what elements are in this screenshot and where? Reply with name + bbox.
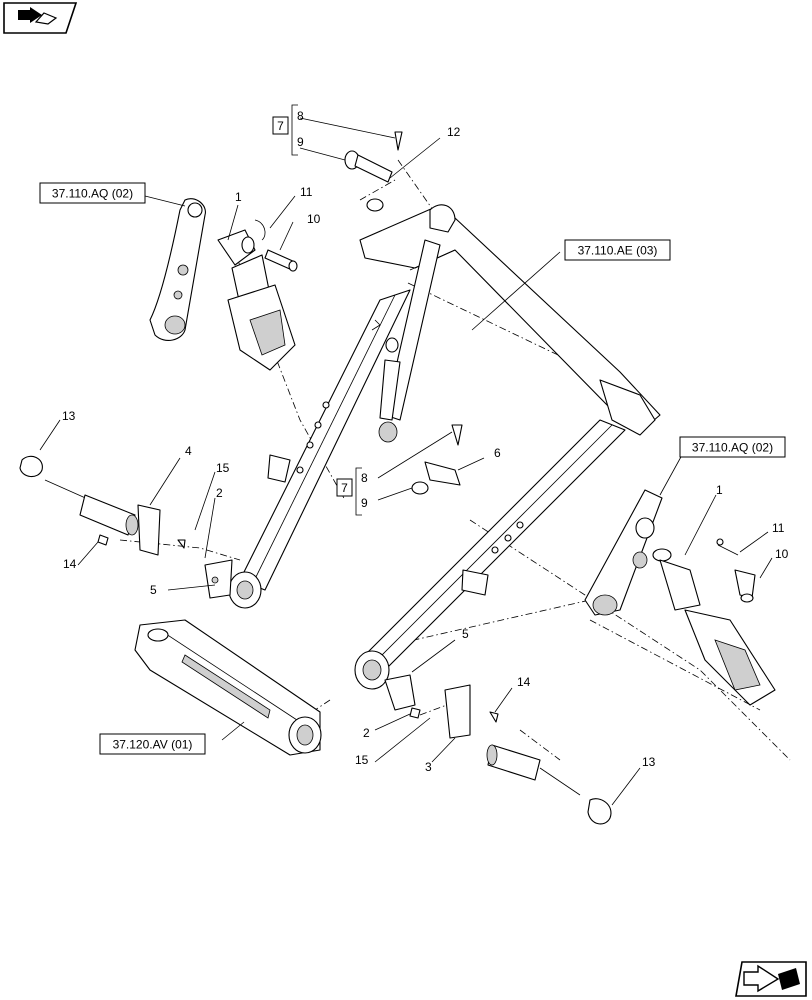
right-sensor-assembly <box>384 674 612 825</box>
left-turnbuckle <box>217 229 296 371</box>
callout-2-right: 2 <box>363 726 370 740</box>
callout-6: 6 <box>494 446 501 460</box>
callout-14-left: 14 <box>63 557 77 571</box>
right-turnbuckle <box>652 548 776 706</box>
callout-13-right: 13 <box>642 755 656 769</box>
callout-1-top: 1 <box>235 190 242 204</box>
prev-page-icon[interactable] <box>3 2 78 34</box>
right-pin <box>716 538 756 603</box>
callout-11-top: 11 <box>300 185 313 199</box>
left-lower-link <box>228 289 411 609</box>
callout-11-right: 11 <box>772 521 785 535</box>
drawbar-housing <box>134 619 322 756</box>
ref-box-ae[interactable]: 37.110.AE (03) <box>564 239 671 261</box>
callout-14-right: 14 <box>517 675 531 689</box>
callout-15-left: 15 <box>216 461 230 475</box>
ref-label-av: 37.120.AV (01) <box>113 738 193 752</box>
callout-13-left: 13 <box>62 409 76 423</box>
callout-10-top: 10 <box>307 212 321 226</box>
top-link-cylinder <box>378 239 441 443</box>
kit-mid-item-a: 8 <box>361 471 368 485</box>
right-lift-arm <box>584 489 663 616</box>
top-pin-set <box>344 131 403 212</box>
kit-mid-number: 7 <box>341 481 348 495</box>
callout-3: 3 <box>425 760 432 774</box>
kit-mid: 7 8 9 <box>336 467 368 516</box>
ref-box-aq-top[interactable]: 37.110.AQ (02) <box>39 182 146 204</box>
kit-mid-item-b: 9 <box>361 496 368 510</box>
callout-12: 12 <box>447 125 461 139</box>
ref-label-ae: 37.110.AE (03) <box>578 244 658 258</box>
kit-top-item-b: 9 <box>297 135 304 149</box>
kit-top-item-a: 8 <box>297 109 304 123</box>
kit-top-number: 7 <box>277 119 284 133</box>
callout-1-right: 1 <box>716 483 723 497</box>
callouts: 12 1 11 10 13 4 15 2 14 5 6 1 11 10 5 14… <box>62 125 789 774</box>
callout-5-left: 5 <box>150 583 157 597</box>
right-lower-link <box>354 419 626 690</box>
ref-label-aq-right: 37.110.AQ (02) <box>692 441 773 455</box>
callout-2-left: 2 <box>216 486 223 500</box>
centre-pin-set <box>371 319 463 495</box>
kit-top: 7 8 9 <box>272 104 304 156</box>
callout-5-right: 5 <box>462 627 469 641</box>
left-lift-arm <box>149 198 206 341</box>
upper-link-frame <box>359 204 661 436</box>
callout-4: 4 <box>185 444 192 458</box>
ref-box-aq-right[interactable]: 37.110.AQ (02) <box>679 436 786 458</box>
next-page-icon[interactable] <box>735 961 807 997</box>
left-pin <box>254 219 298 272</box>
callout-10-right: 10 <box>775 547 789 561</box>
callout-15-right: 15 <box>355 753 369 767</box>
leader-lines <box>39 117 773 806</box>
left-sensor-assembly <box>19 455 233 599</box>
ref-box-av[interactable]: 37.120.AV (01) <box>99 733 206 755</box>
ref-label-aq-top: 37.110.AQ (02) <box>52 187 133 201</box>
